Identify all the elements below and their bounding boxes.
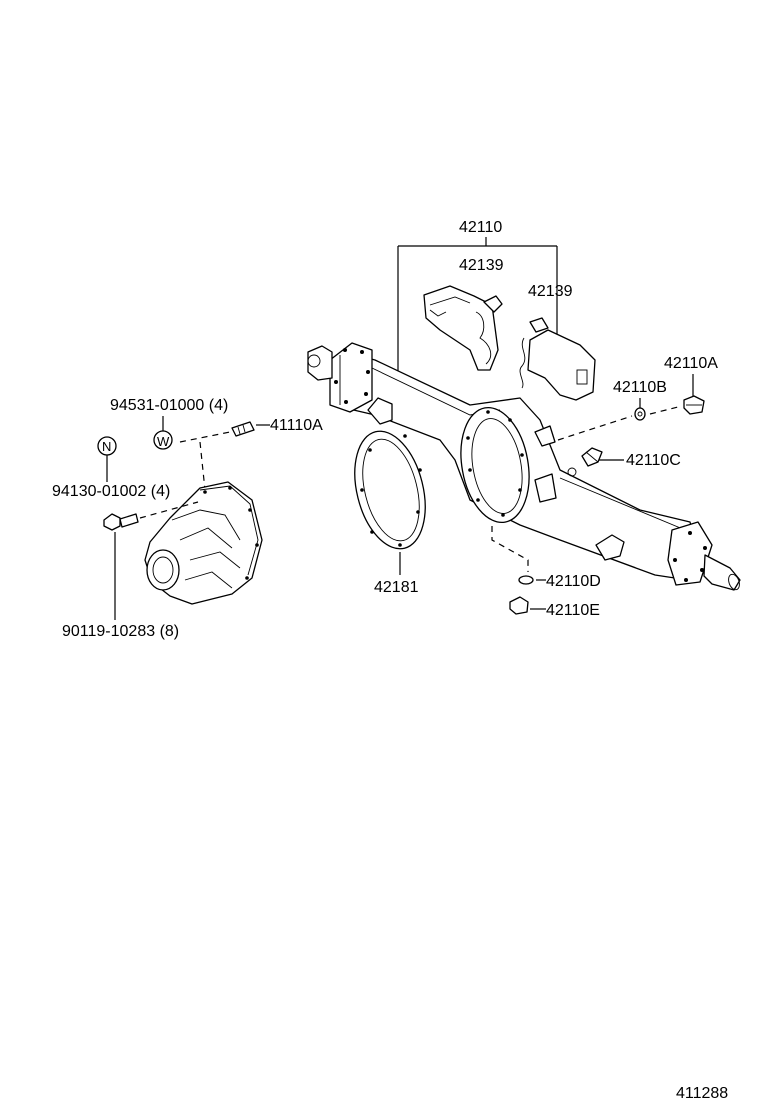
- label-stud-bolt: 41110A: [270, 417, 323, 434]
- carrier-gasket: [354, 430, 426, 550]
- washer-d-icon: [518, 575, 534, 585]
- label-nut-ref: 94130-01002 (4): [52, 483, 170, 500]
- label-cover-left: 42139: [459, 257, 504, 274]
- label-axle-housing: 42110: [459, 219, 502, 236]
- gasket-b-icon: [634, 407, 646, 421]
- label-gasket-b: 42110B: [613, 379, 667, 396]
- differential-carrier: [144, 481, 263, 605]
- washer-w-symbol: W: [153, 430, 173, 450]
- label-washer-d: 42110D: [546, 573, 601, 590]
- label-cover-right: 42139: [528, 283, 573, 300]
- dash-housing-to-b: [557, 415, 633, 441]
- dash-housing-to-d: [491, 526, 529, 572]
- label-plug-e: 42110E: [546, 602, 600, 619]
- label-carrier-gasket: 42181: [374, 579, 419, 596]
- bolt-icon: [103, 513, 139, 531]
- label-washer-ref: 94531-01000 (4): [110, 397, 228, 414]
- breather-c-icon: [567, 447, 603, 477]
- label-breather-c: 42110C: [626, 452, 681, 469]
- stud-bolt-icon: [231, 421, 255, 437]
- svg-text:N: N: [102, 439, 111, 454]
- diagram-number: 411288: [676, 1085, 728, 1102]
- axle-housing: [307, 342, 741, 591]
- svg-text:W: W: [157, 434, 170, 449]
- label-plug-a: 42110A: [664, 355, 718, 372]
- dash-b-to-a: [649, 405, 683, 415]
- nut-n-symbol: N: [97, 436, 117, 456]
- cover-right: [519, 317, 596, 401]
- dash-washer-to-stud: [179, 431, 231, 443]
- label-bolt-ref: 90119-10283 (8): [62, 623, 179, 640]
- plug-a-icon: [683, 395, 705, 415]
- plug-e-icon: [509, 596, 529, 615]
- cover-left: [423, 285, 503, 371]
- dash-stud-to-carrier: [199, 441, 206, 491]
- axle-housing-bracket: [397, 237, 558, 372]
